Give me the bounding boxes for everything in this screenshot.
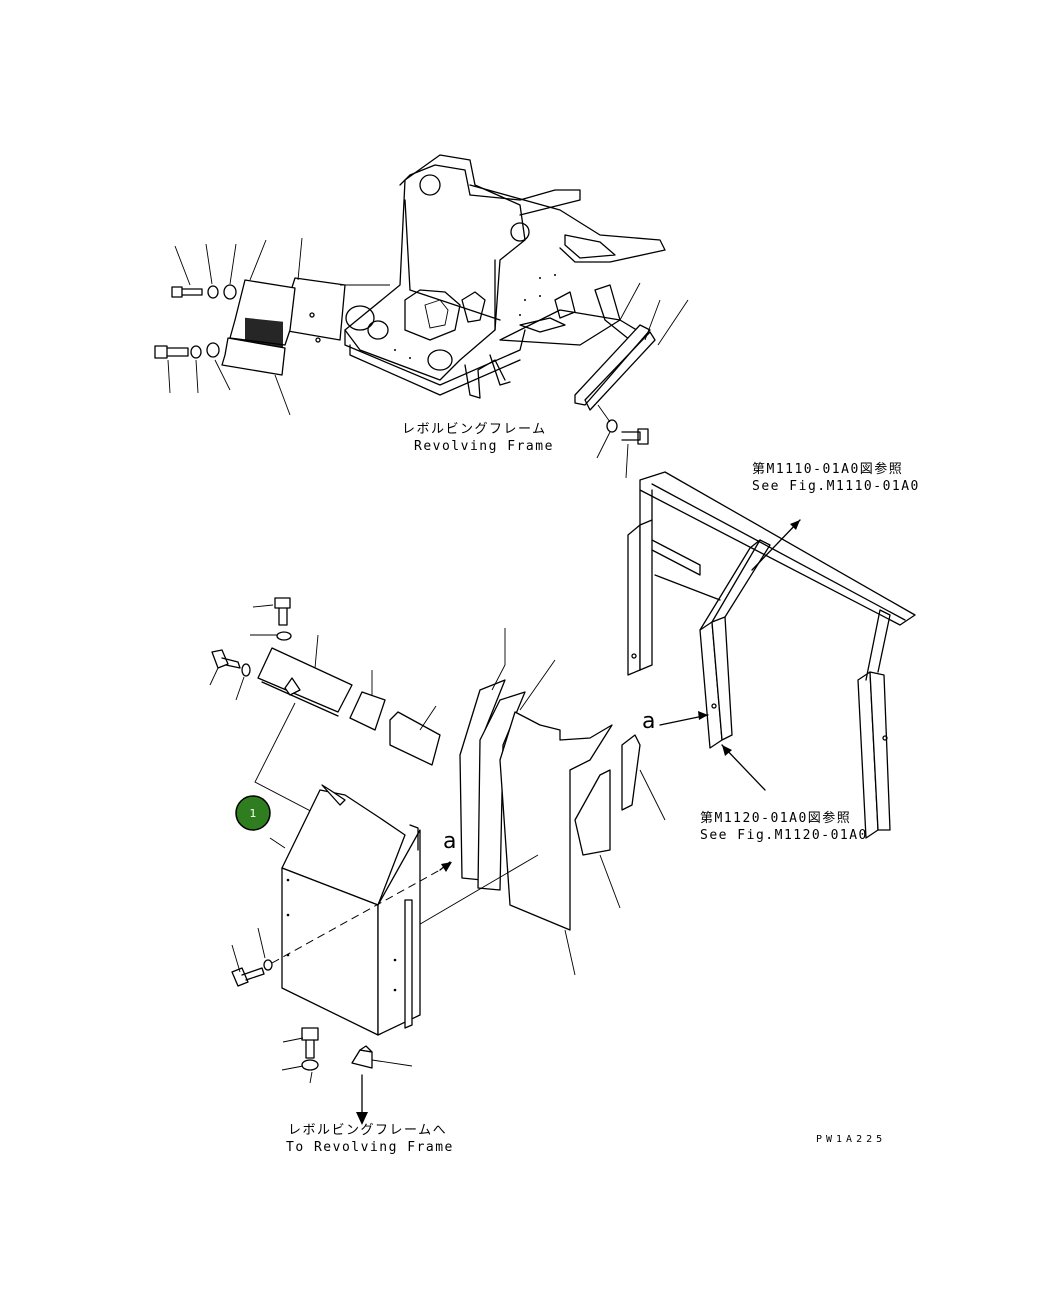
bolts-top-right bbox=[596, 282, 689, 479]
position-marker-1[interactable]: 1 bbox=[235, 795, 271, 831]
revolving-frame-assembly bbox=[344, 154, 666, 411]
label-ref-m1120-en: See Fig.M1120-01A0 bbox=[700, 828, 868, 843]
cover-plates-top-left bbox=[221, 277, 346, 376]
bolts-lower-left bbox=[231, 927, 319, 1084]
cab-frame-assembly bbox=[627, 471, 916, 839]
main-box-cover bbox=[269, 784, 452, 1036]
cover-panels bbox=[409, 628, 621, 976]
bolts-top-left bbox=[154, 237, 390, 416]
bolts-upper-plate bbox=[209, 597, 292, 701]
label-revolving-frame-jp: レボルビングフレーム bbox=[402, 422, 547, 437]
label-ref-m1110-jp: 第M1110-01A0図参照 bbox=[752, 461, 903, 477]
drawing-code: PW1A225 bbox=[816, 1134, 886, 1145]
marker-number: 1 bbox=[250, 807, 257, 820]
label-ref-m1120-jp: 第M1120-01A0図参照 bbox=[700, 810, 851, 826]
label-ref-m1110-en: See Fig.M1110-01A0 bbox=[752, 479, 920, 494]
callout-a-upper: a bbox=[642, 709, 655, 734]
label-revolving-frame-en: Revolving Frame bbox=[414, 439, 554, 454]
label-to-revolving-frame-en: To Revolving Frame bbox=[286, 1140, 454, 1155]
seal-strip bbox=[621, 734, 641, 811]
arrow-m1120 bbox=[721, 744, 766, 791]
upper-plate-assembly bbox=[254, 634, 441, 856]
callout-a-lower: a bbox=[443, 829, 456, 854]
label-to-revolving-frame-jp: レボルビングフレームへ bbox=[288, 1123, 447, 1138]
bottom-bracket bbox=[351, 1045, 413, 1125]
